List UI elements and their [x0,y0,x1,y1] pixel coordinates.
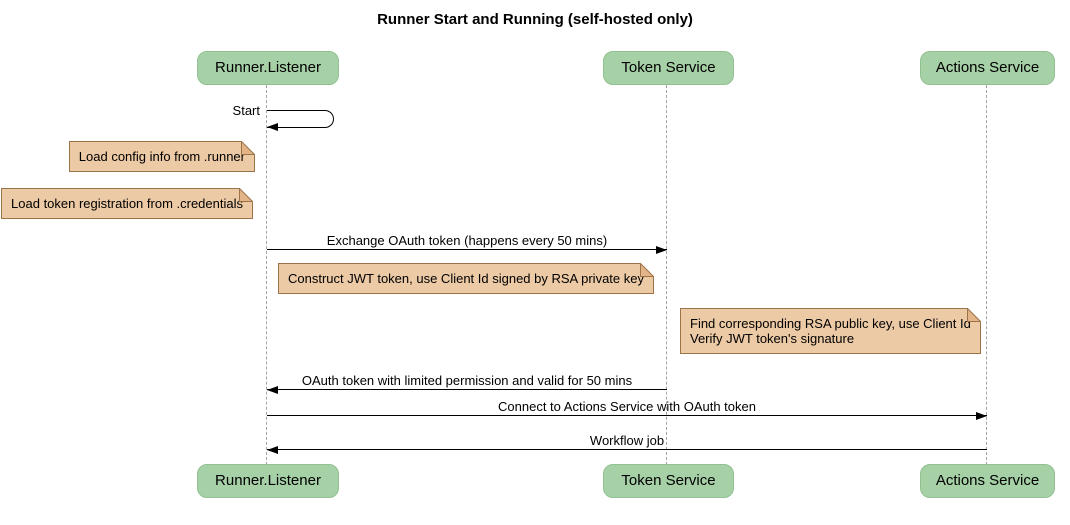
message-label: Workflow job [589,433,665,448]
message-label: OAuth token with limited permission and … [301,373,633,388]
note-text: Construct JWT token, use Client Id signe… [288,271,644,286]
message-oauth-token-returned: OAuth token with limited permission and … [267,373,667,394]
diagram-title: Runner Start and Running (self-hosted on… [377,11,693,28]
participant-actions-service-top: Actions Service [920,51,1055,85]
message-start-loop [267,110,334,128]
message-connect-actions-service: Connect to Actions Service with OAuth to… [267,399,987,420]
note-fold-icon [966,308,981,322]
message-exchange-oauth: Exchange OAuth token (happens every 50 m… [267,233,667,254]
message-label: Exchange OAuth token (happens every 50 m… [326,233,608,248]
arrowhead-icon [656,246,667,254]
arrowhead-icon [267,123,278,131]
message-line [267,386,667,394]
note-fold-icon [639,263,654,277]
message-start-label: Start [232,103,260,118]
participant-actions-service-bottom: Actions Service [920,464,1055,498]
message-line [267,446,987,454]
note-fold-icon [241,141,255,155]
message-workflow-job: Workflow job [267,433,987,454]
participant-runner-listener-top: Runner.Listener [197,51,339,85]
note-text-line1: Find corresponding RSA public key, use C… [690,316,971,331]
note-load-config: Load config info from .runner [68,141,255,172]
lifeline-actions-service [986,85,987,465]
message-line [267,246,667,254]
participant-runner-listener-bottom: Runner.Listener [197,464,339,498]
participant-token-service-bottom: Token Service [603,464,734,498]
note-verify-jwt: Find corresponding RSA public key, use C… [680,308,981,354]
arrowhead-icon [976,412,987,420]
note-text: Load token registration from .credential… [11,196,243,211]
message-label: Connect to Actions Service with OAuth to… [498,399,756,414]
lifeline-runner-listener [266,85,267,465]
note-fold-icon [239,188,253,202]
arrowhead-icon [267,386,278,394]
message-line [267,412,987,420]
lifeline-token-service [666,85,667,465]
note-construct-jwt: Construct JWT token, use Client Id signe… [278,263,654,294]
note-load-token-registration: Load token registration from .credential… [1,188,253,219]
participant-token-service-top: Token Service [603,51,734,85]
note-text: Load config info from .runner [78,149,245,164]
arrowhead-icon [267,446,278,454]
note-text-line2: Verify JWT token's signature [690,331,855,346]
